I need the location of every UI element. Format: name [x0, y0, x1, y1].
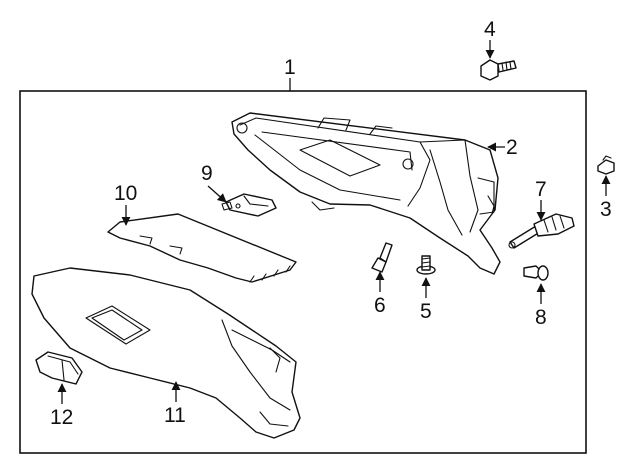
callout-3: 3 — [600, 198, 612, 221]
assembly-frame — [19, 90, 587, 454]
callout-11: 11 — [164, 404, 186, 427]
callout-4: 4 — [484, 18, 496, 41]
callout-6: 6 — [374, 294, 386, 317]
lock-cylinder-part — [35, 351, 83, 385]
clip-part — [597, 155, 615, 175]
glove-box-housing — [231, 112, 501, 275]
bolt-part — [480, 59, 517, 81]
callout-5: 5 — [420, 300, 432, 323]
pin-part — [371, 242, 393, 273]
latch-part — [221, 193, 277, 217]
callout-9: 9 — [201, 162, 213, 185]
callout-2: 2 — [506, 136, 518, 159]
leader-9 — [207, 185, 227, 203]
glove-box-door — [31, 267, 301, 439]
callout-12: 12 — [50, 406, 73, 429]
callout-10: 10 — [114, 182, 137, 205]
callout-1: 1 — [284, 56, 296, 79]
panel-part — [107, 213, 297, 283]
screw-part — [416, 255, 436, 275]
callout-8: 8 — [535, 306, 547, 329]
fastener-part — [523, 265, 549, 281]
callout-7: 7 — [535, 178, 547, 201]
